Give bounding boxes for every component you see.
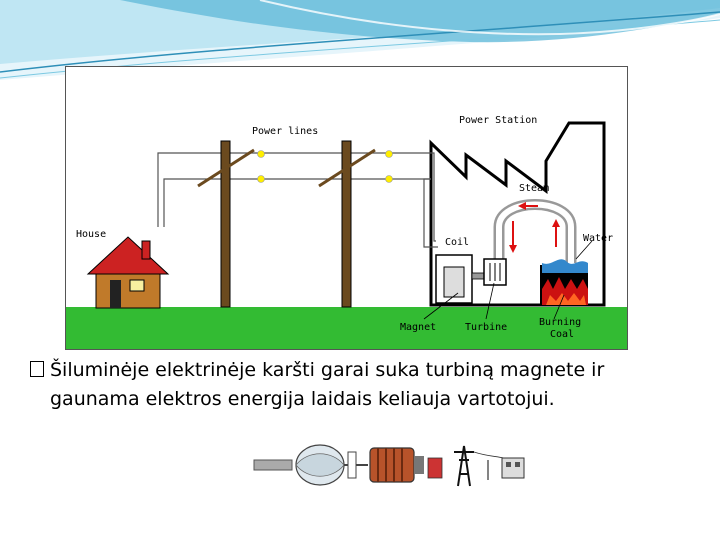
steam-arrows xyxy=(509,202,560,253)
wire-top xyxy=(157,152,431,227)
wire-to-coil xyxy=(431,152,436,242)
paragraph-text: Šiluminėje elektrinėje karšti garai suka… xyxy=(50,359,605,410)
house xyxy=(86,236,170,309)
consumer-icon xyxy=(501,457,525,479)
label-steam: Steam xyxy=(519,183,550,194)
steam-pipe-icon xyxy=(253,459,293,471)
label-water: Water xyxy=(583,233,614,244)
label-house: House xyxy=(76,229,107,240)
wire-bottom xyxy=(163,178,431,227)
pole-2 xyxy=(341,140,352,308)
boiler xyxy=(540,259,588,305)
power-plant-diagram: Power Station Power lines Steam House Co… xyxy=(65,66,628,350)
transmission-tower-icon xyxy=(454,445,474,487)
power-station-building xyxy=(429,121,606,307)
generator-icon xyxy=(369,447,415,483)
label-burning: Burning xyxy=(539,317,582,328)
label-turbine: Turbine xyxy=(465,322,508,333)
label-magnet: Magnet xyxy=(400,322,437,333)
bullet-icon xyxy=(30,361,44,377)
label-coal: Coal xyxy=(550,329,575,340)
bullet-item: Šiluminėje elektrinėje karšti garai suka… xyxy=(30,356,680,414)
energy-chain-illustration xyxy=(253,444,525,487)
transformer-icon xyxy=(427,457,443,479)
pole-1 xyxy=(220,140,231,308)
body-paragraph: Šiluminėje elektrinėje karšti garai suka… xyxy=(30,356,680,414)
grass xyxy=(66,307,627,349)
label-power-lines: Power lines xyxy=(252,126,319,137)
label-power-station: Power Station xyxy=(459,115,538,126)
label-coil: Coil xyxy=(445,237,470,248)
diagram-drawing xyxy=(66,121,627,349)
